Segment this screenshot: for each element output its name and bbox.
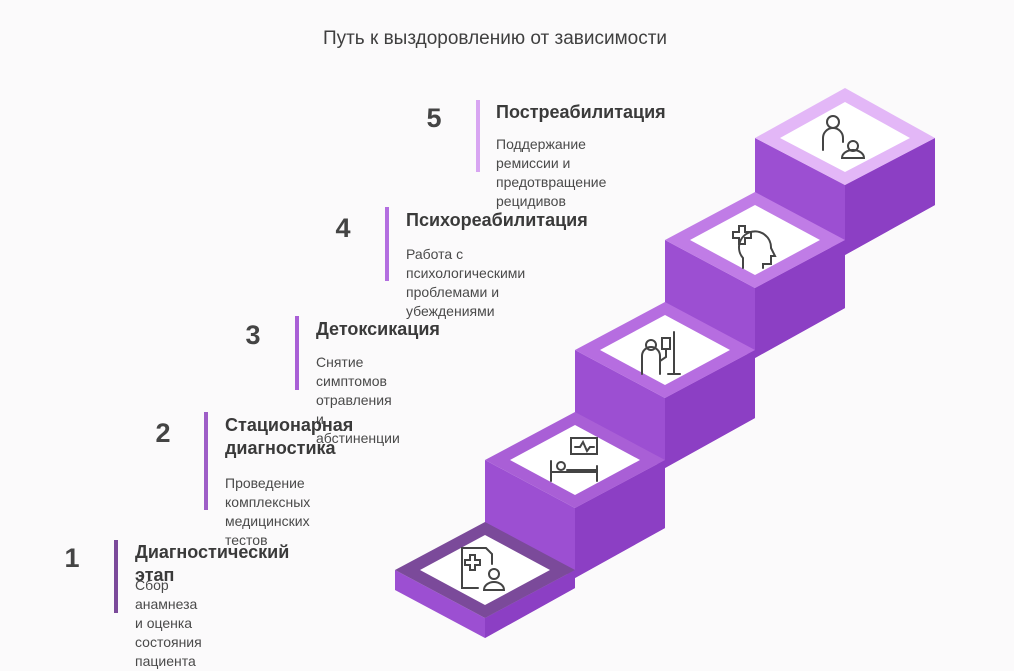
step-description: Работа с психологическими проблемами и у… — [406, 246, 526, 319]
step-number: 4 — [335, 213, 351, 243]
step-heading: Постреабилитация — [496, 102, 666, 122]
step-accent-bar — [295, 316, 299, 390]
step-description: Сбор анамнеза и оценка состояния пациент… — [135, 577, 202, 669]
caregiver-patient-icon — [822, 115, 866, 159]
step-description: Снятие симптомов отравления и абстиненци… — [316, 354, 400, 446]
step-number: 3 — [245, 320, 261, 350]
stair-step-1 — [395, 522, 575, 638]
step-accent-bar — [114, 540, 118, 613]
hospital-bed-monitor-icon — [550, 437, 598, 482]
head-medical-cross-icon — [732, 225, 777, 269]
step-number: 5 — [426, 103, 442, 133]
step-heading: Диагностический этап — [135, 542, 290, 585]
iv-drip-patient-icon — [641, 331, 681, 375]
step-number: 1 — [64, 543, 80, 573]
medical-record-patient-icon — [461, 547, 506, 591]
step-number: 2 — [155, 418, 171, 448]
step-heading: Психореабилитация — [406, 210, 588, 230]
stair-step-4 — [665, 192, 845, 358]
stair-step-5 — [755, 88, 935, 255]
step-heading: Детоксикация — [316, 319, 440, 339]
step-accent-bar — [385, 207, 389, 281]
step-accent-bar — [476, 100, 480, 172]
page-title: Путь к выздоровлению от зависимости — [322, 28, 668, 49]
step-accent-bar — [204, 412, 208, 510]
step-heading: Стационарная диагностика — [225, 415, 354, 458]
step-description: Проведение комплексных медицинских тесто… — [225, 475, 311, 548]
step-description: Поддержание ремиссии и предотвращение ре… — [496, 136, 607, 209]
